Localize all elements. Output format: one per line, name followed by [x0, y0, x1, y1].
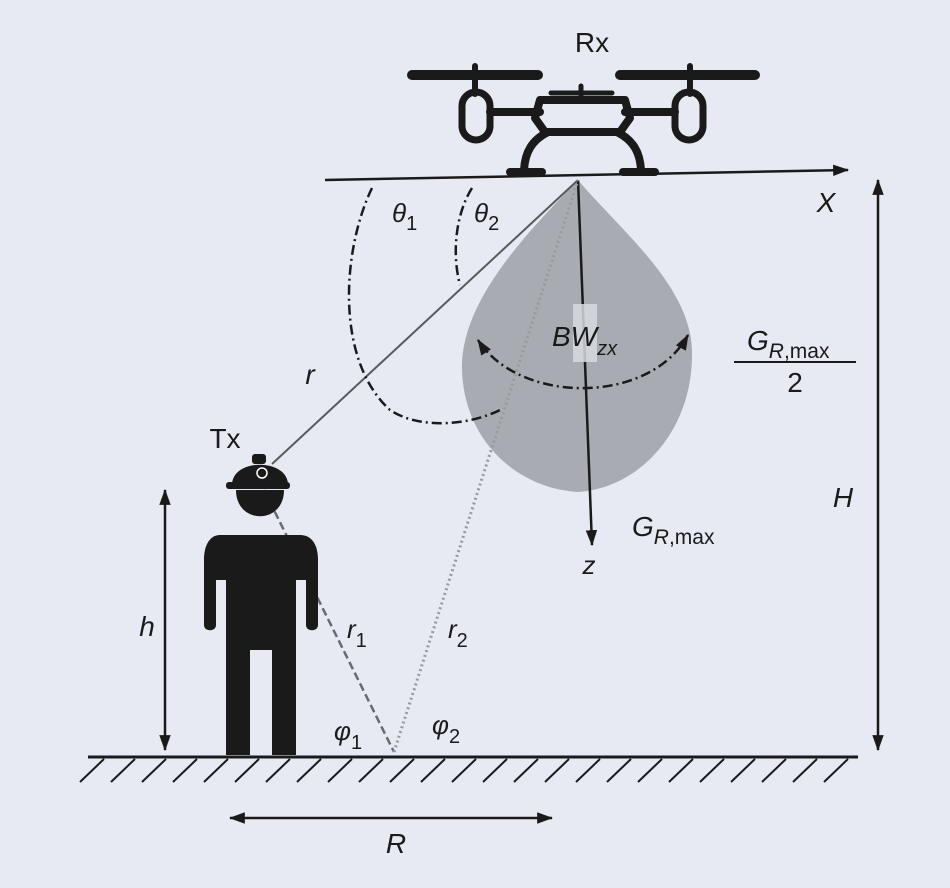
ground-hatch-mark [606, 758, 632, 783]
tx-label: Tx [209, 423, 240, 454]
ground-hatch-mark [761, 758, 787, 783]
z-axis-line [576, 179, 598, 547]
z-axis-label: z [582, 550, 596, 580]
transmitter-antenna-icon [256, 467, 268, 479]
theta1-arc [347, 187, 501, 425]
r-label: r [305, 359, 316, 390]
bw-highlight [573, 304, 597, 362]
rx-label: Rx [575, 27, 609, 58]
ground-hatch-mark [699, 758, 725, 783]
ground-hatch-mark [110, 758, 136, 783]
x-axis-label: X [816, 187, 837, 218]
ground-hatch-mark [203, 758, 229, 783]
beamwidth-label: BWzx [552, 321, 618, 360]
theta2-label: θ2 [474, 198, 499, 235]
ground [79, 755, 858, 783]
h-label: h [139, 611, 155, 642]
half-gain-denominator: 2 [787, 367, 803, 398]
ground-hatch-mark [420, 758, 446, 783]
ground-hatch-mark [141, 758, 167, 783]
theta2-arc [454, 187, 474, 286]
person-icon [204, 454, 318, 755]
phi1-label: φ1 [334, 716, 362, 754]
ground-hatch-mark [451, 758, 477, 783]
ground-hatch-mark [730, 758, 756, 783]
drone-icon [407, 63, 760, 176]
ground-hatch-mark [358, 758, 384, 783]
ground-hatch-mark [668, 758, 694, 783]
beamwidth-arc [476, 333, 690, 390]
max-gain-label: GR,max [632, 511, 715, 549]
reflected-path-r1 [262, 489, 396, 753]
ground-hatch-mark [792, 758, 818, 783]
x-axis-line [324, 164, 850, 182]
ground-hatch-mark [172, 758, 198, 783]
ground-hatch-mark [637, 758, 663, 783]
R-label: R [386, 828, 406, 859]
ground-hatch-mark [575, 758, 601, 783]
half-gain-numerator: GR,max [747, 325, 830, 363]
ground-hatch-mark [265, 758, 291, 783]
direct-path-r [271, 179, 579, 465]
ground-hatch-mark [79, 758, 105, 783]
half-max-gain-fraction: GR,max 2 [734, 325, 856, 398]
ground-hatch-mark [513, 758, 539, 783]
theta1-label: θ1 [392, 198, 417, 235]
ground-hatch-mark [389, 758, 415, 783]
reflected-path-r2 [392, 179, 580, 753]
ground-hatch-mark [482, 758, 508, 783]
ground-hatch-mark [234, 758, 260, 783]
ground-hatch-mark [327, 758, 353, 783]
r2-label: r2 [448, 614, 468, 652]
ground-hatch-mark [823, 758, 849, 783]
phi2-label: φ2 [432, 710, 460, 748]
r1-label: r1 [347, 614, 367, 652]
H-label: H [833, 482, 854, 513]
ground-hatch-mark [296, 758, 322, 783]
ground-hatch-mark [544, 758, 570, 783]
